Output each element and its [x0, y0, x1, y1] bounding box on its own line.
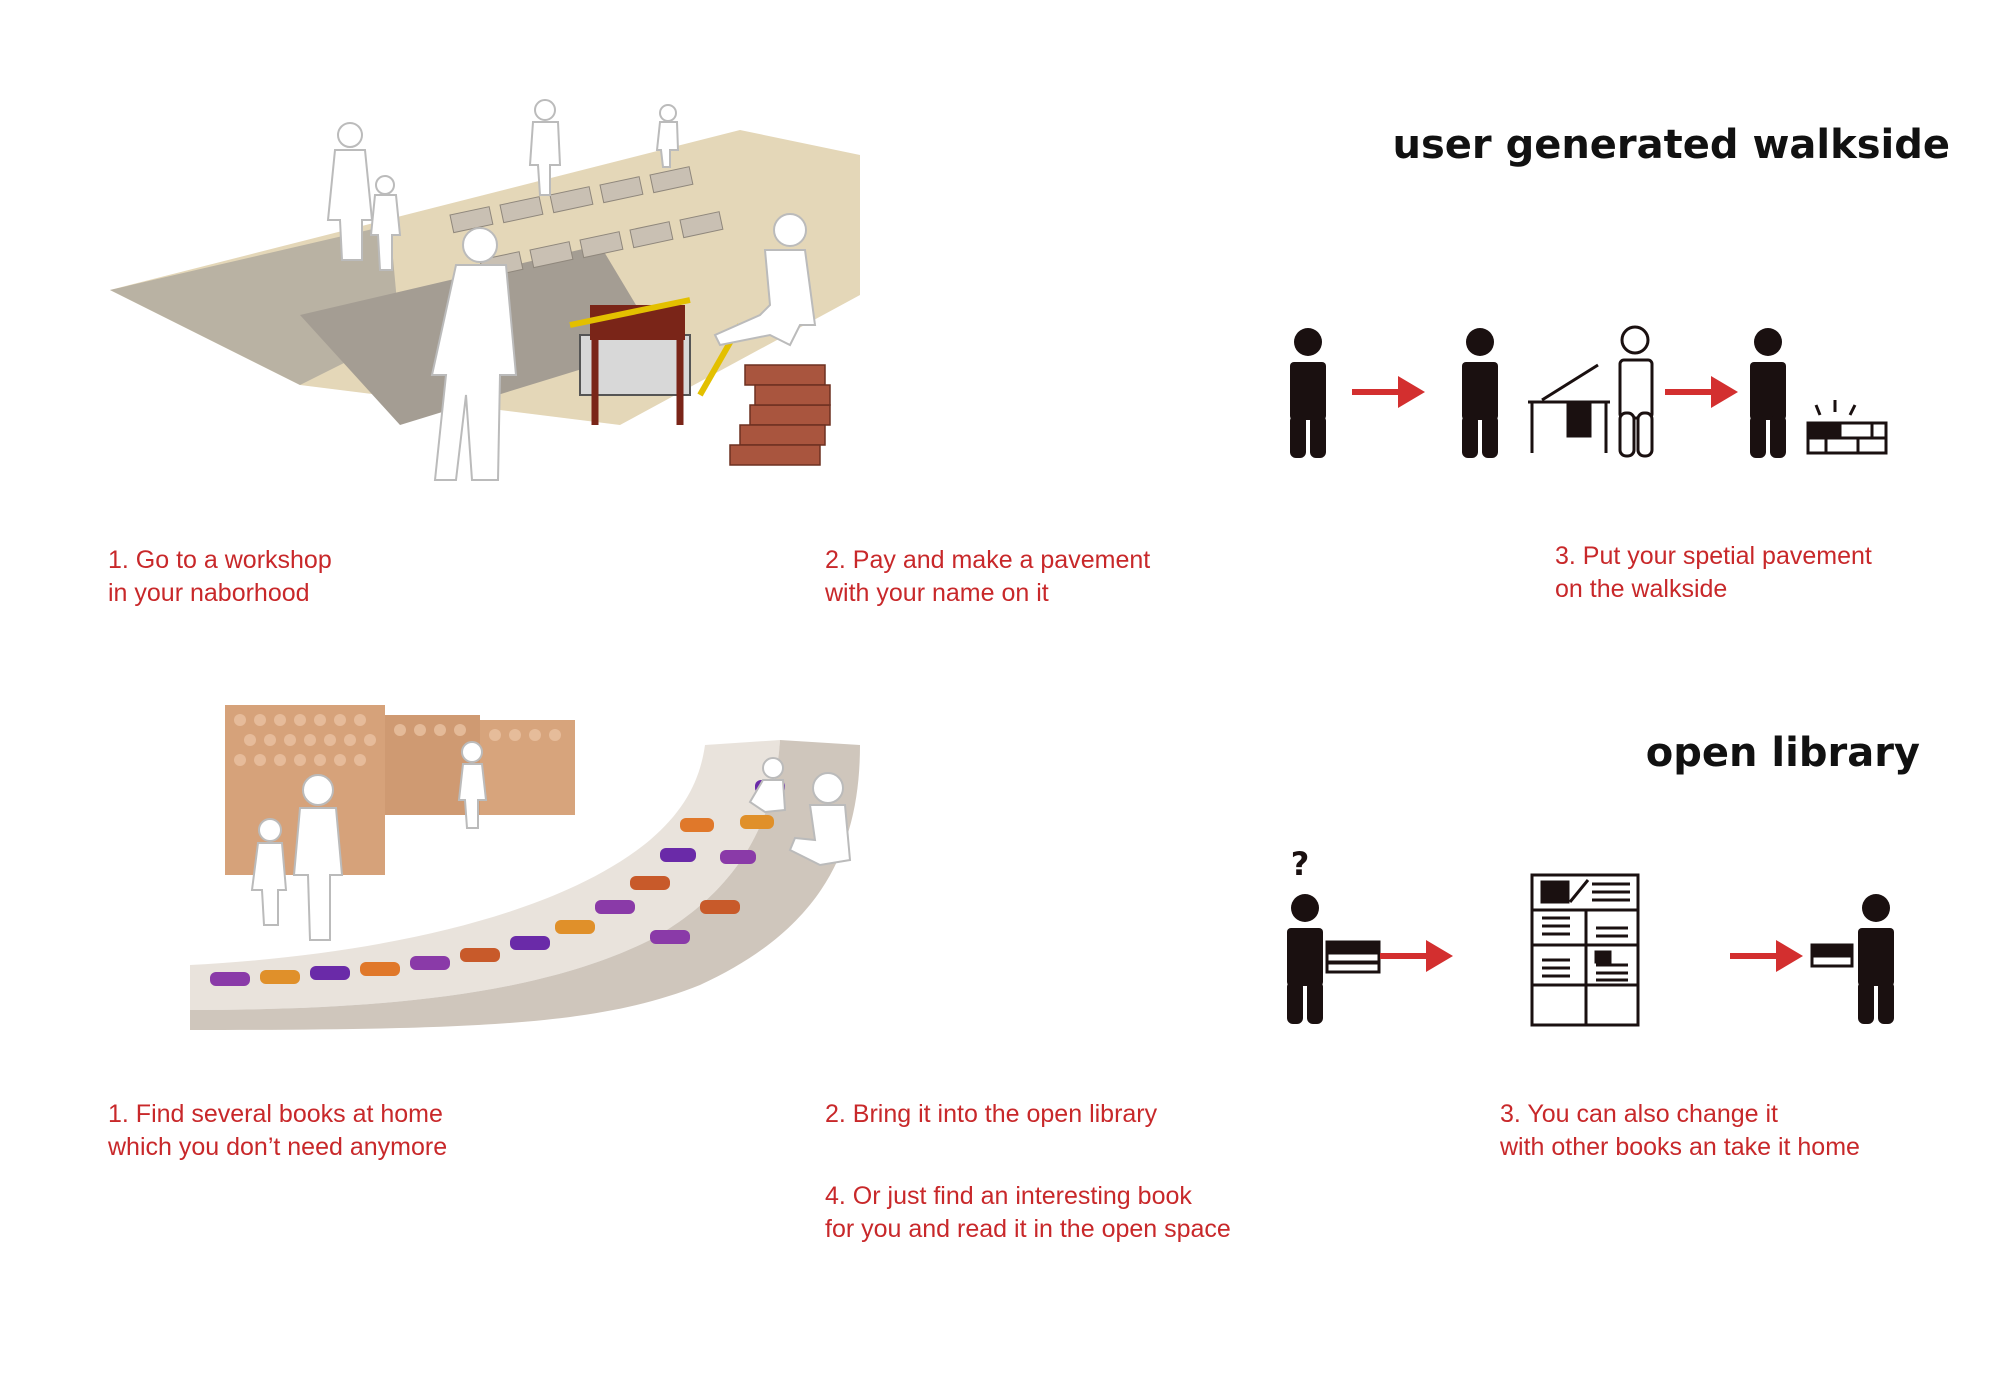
books-icon: [1325, 940, 1381, 974]
pavement-bricks-icon: [1806, 400, 1888, 455]
walkside-illustration: [110, 99, 860, 481]
walkside-icon-sequence: [1290, 325, 1888, 458]
arrow-right-icon: [1380, 940, 1453, 972]
library-icon-sequence: ?: [1287, 845, 1894, 1027]
section2-step-2: 2. Bring it into the open library: [825, 1100, 1158, 1128]
section2-title: open library: [1645, 730, 1920, 776]
person-icon: [1462, 328, 1498, 458]
open-library-illustration: [190, 705, 860, 1030]
worker-outline-icon: [1618, 325, 1654, 458]
person-icon: [1287, 894, 1323, 1024]
bookshelf-icon: [1530, 873, 1640, 1027]
arrow-right-icon: [1352, 376, 1425, 408]
books-icon: [1810, 943, 1854, 968]
person-icon: [1858, 894, 1894, 1024]
arrow-right-icon: [1665, 376, 1738, 408]
person-icon: [1290, 328, 1326, 458]
arrow-right-icon: [1730, 940, 1803, 972]
section1-title: user generated walkside: [1392, 122, 1951, 168]
question-mark-icon: ?: [1291, 845, 1310, 883]
person-icon: [1750, 328, 1786, 458]
workshop-table-icon: [1528, 363, 1610, 453]
